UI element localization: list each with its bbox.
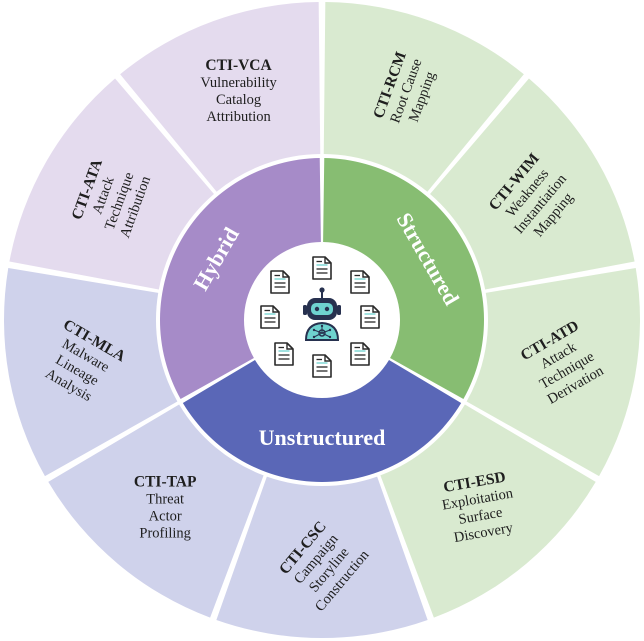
category-shape bbox=[159, 158, 321, 400]
category-structured: Structured bbox=[323, 158, 485, 400]
segment-desc-line: Vulnerability bbox=[200, 75, 277, 91]
category-unstructured: Unstructured bbox=[182, 359, 462, 482]
document-icon bbox=[312, 256, 332, 280]
segment-shape bbox=[466, 268, 640, 477]
segment-shape bbox=[4, 268, 178, 477]
segment-desc-line: Profiling bbox=[139, 525, 191, 541]
document-icon bbox=[260, 305, 280, 329]
category-label: Unstructured bbox=[259, 425, 386, 450]
segment-desc-line: Threat bbox=[146, 491, 184, 507]
segment-shape bbox=[216, 476, 428, 639]
document-icon bbox=[312, 354, 332, 378]
category-hybrid: Hybrid bbox=[159, 158, 321, 400]
document-icon bbox=[360, 305, 380, 329]
segment-desc-line: Actor bbox=[149, 508, 182, 524]
segment-shape bbox=[120, 2, 321, 192]
robot-with-documents-icon bbox=[303, 287, 341, 341]
document-icon bbox=[350, 270, 370, 294]
segment-shape bbox=[323, 2, 524, 192]
segment-desc-line: Surface bbox=[457, 505, 503, 528]
category-shape bbox=[182, 359, 462, 482]
segment-shape bbox=[48, 404, 264, 618]
document-icon bbox=[350, 342, 370, 366]
segment-desc-line: Attribution bbox=[206, 109, 271, 125]
segment-shape bbox=[9, 78, 214, 290]
document-icon bbox=[270, 270, 290, 294]
segment-shape bbox=[430, 78, 635, 290]
category-shape bbox=[323, 158, 485, 400]
center-hub bbox=[246, 244, 398, 396]
segment-title: CTI-VCA bbox=[205, 57, 272, 74]
document-icon bbox=[274, 342, 294, 366]
segment-desc-line: Catalog bbox=[216, 92, 261, 108]
segment-shape bbox=[380, 404, 596, 618]
segment-title: CTI-TAP bbox=[134, 473, 197, 490]
